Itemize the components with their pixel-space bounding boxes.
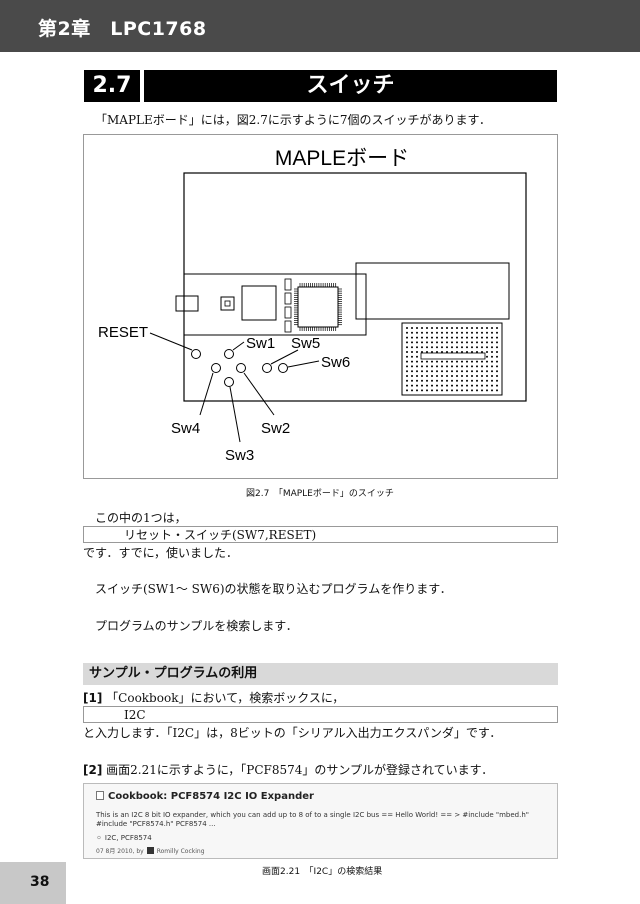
label-sw3: Sw3: [225, 447, 254, 464]
figure-caption: 図2.7 「MAPLEボード」のスイッチ: [246, 489, 394, 499]
body-p1: この中の1つは，: [95, 511, 187, 525]
module-inset: [183, 273, 367, 336]
switch-sw5: [262, 363, 272, 373]
label-reset: RESET: [98, 324, 148, 341]
result-tags: ⚪I2C, PCF8574: [96, 834, 152, 842]
label-sw1: Sw1: [246, 335, 275, 352]
tag-icon: ⚪: [96, 834, 102, 842]
page-number: 38: [0, 862, 66, 904]
intro-paragraph: 「MAPLEボード」には，図2.7に示すように7個のスイッチがあります．: [95, 113, 491, 127]
switch-sw3: [224, 377, 234, 387]
avatar-icon: [146, 847, 154, 854]
result-snippet: This is an I2C 8 bit IO expander, which …: [96, 811, 529, 828]
step-2-text: 画面2.21に示すように，「PCF8574」のサンプルが登録されています．: [106, 763, 494, 777]
switch-sw1: [224, 349, 234, 359]
body-p2: です．すでに，使いました．: [83, 546, 239, 560]
step-1-text: 「Cookbook」において，検索ボックスに，: [106, 691, 345, 705]
step-1-after: と入力します．「I2C」は，8ビットの「シリアル入出力エクスパンダ」です．: [83, 726, 502, 740]
label-sw6: Sw6: [321, 354, 350, 371]
subsection-heading: サンプル・プログラムの利用: [83, 663, 558, 685]
chip-square: [241, 285, 277, 321]
switch-sw4: [211, 363, 221, 373]
switch-sw6: [278, 363, 288, 373]
breadboard: [401, 322, 503, 396]
document-icon: [96, 791, 104, 800]
chapter-header: 第2章 LPC1768: [0, 0, 640, 52]
chapter-title: 第2章 LPC1768: [38, 18, 207, 40]
body-p4: プログラムのサンプルを検索します．: [95, 619, 298, 633]
qfp-chip: [294, 283, 342, 331]
screenshot-caption: 画面2.21 「I2C」の検索結果: [262, 867, 383, 877]
figure-title: MAPLEボード: [275, 147, 409, 170]
section-title: スイッチ: [144, 70, 557, 102]
search-result-screenshot: Cookbook: PCF8574 I2C IO Expander This i…: [83, 783, 558, 859]
code-box-reset: リセット・スイッチ(SW7,RESET): [83, 526, 558, 543]
step-2-number: [2]: [83, 763, 103, 777]
step-1: [1] 「Cookbook」において，検索ボックスに，: [83, 690, 344, 706]
step-1-number: [1]: [83, 691, 103, 705]
label-sw4: Sw4: [171, 420, 200, 437]
label-sw2: Sw2: [261, 420, 290, 437]
lcd-area: [355, 262, 510, 320]
switch-sw2: [236, 363, 246, 373]
code-box-i2c: I2C: [83, 706, 558, 723]
board-diagram: MAPLEボード: [98, 147, 527, 464]
step-2: [2] 画面2.21に示すように，「PCF8574」のサンプルが登録されています…: [83, 762, 493, 778]
body-p3: スイッチ(SW1～ SW6)の状態を取り込むプログラムを作ります．: [95, 582, 452, 596]
section-number: 2.7: [84, 70, 140, 102]
figure-maple-board: MAPLEボード: [83, 134, 558, 479]
breadboard-strip: [420, 352, 486, 360]
board-outline: [183, 172, 527, 402]
usb-connector: [175, 295, 199, 312]
author-link[interactable]: Romilly Cocking: [156, 848, 205, 855]
result-title[interactable]: Cookbook: PCF8574 I2C IO Expander: [96, 791, 314, 802]
switch-reset: [191, 349, 201, 359]
label-sw5: Sw5: [291, 335, 320, 352]
small-component: [220, 296, 235, 311]
